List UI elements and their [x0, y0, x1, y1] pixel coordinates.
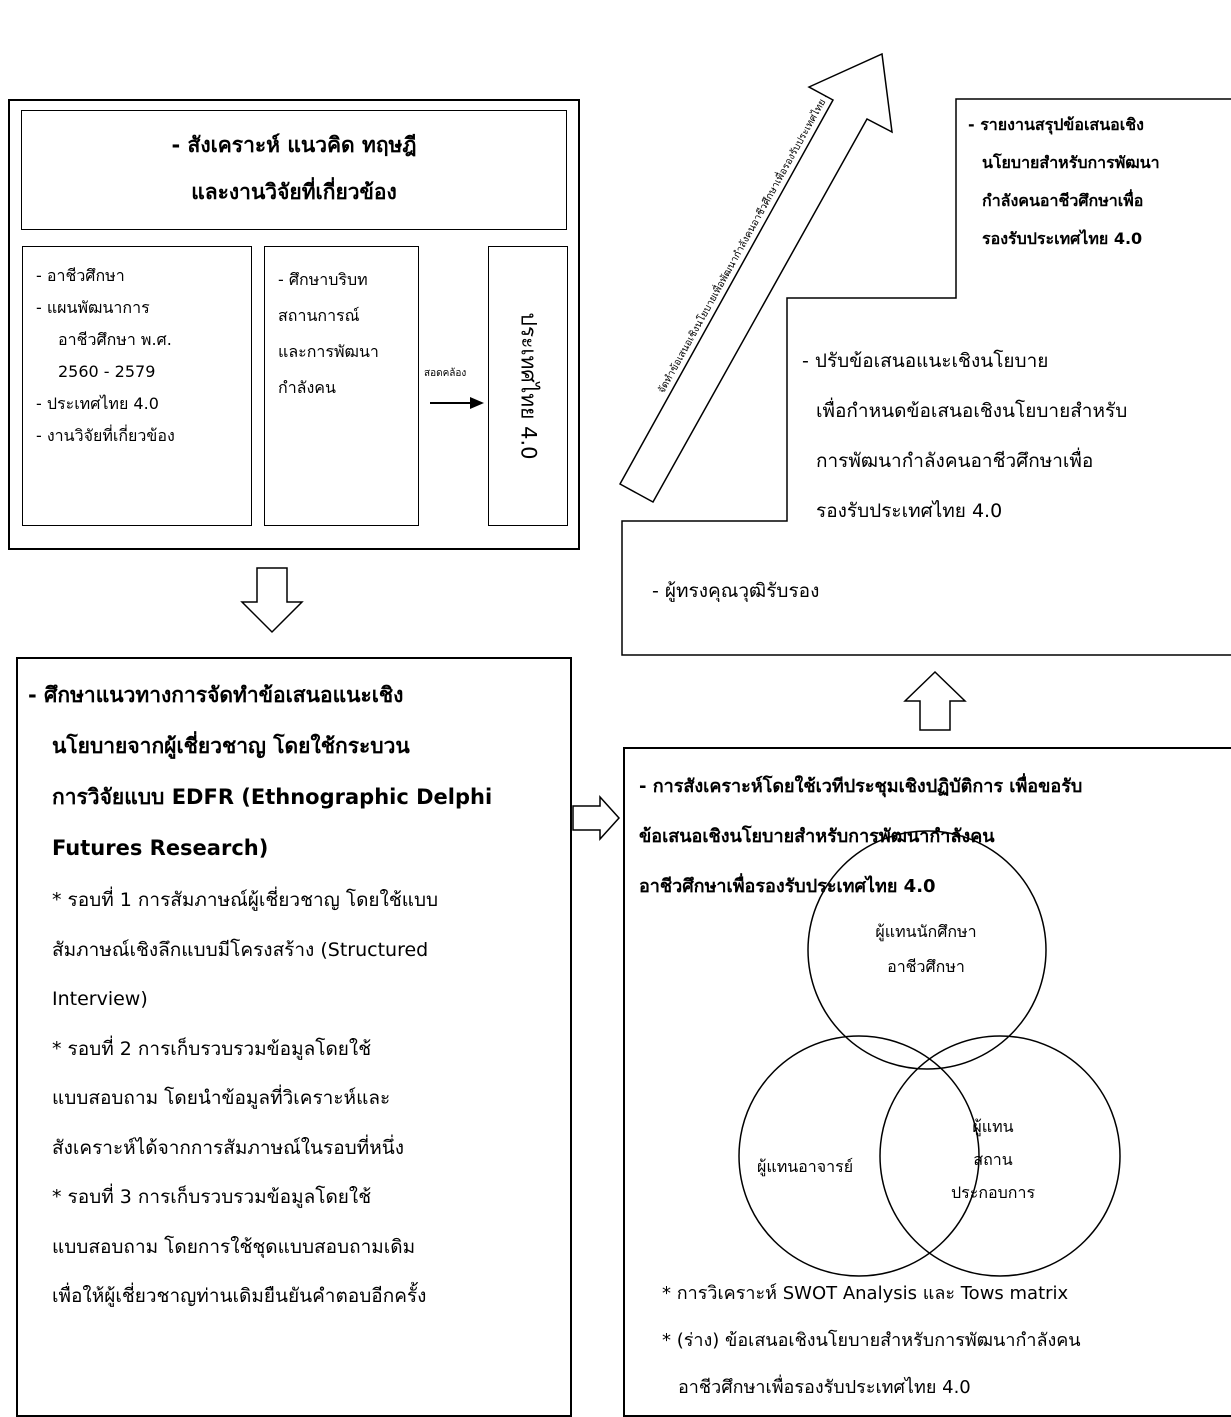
report-text: - รายงานสรุปข้อเสนอเชิง นโยบายสำหรับการพ…	[968, 106, 1160, 258]
staircase-outline	[621, 98, 1231, 656]
up-arrow	[903, 670, 967, 731]
edfr-body-line-3: Interview)	[52, 988, 148, 1010]
report-line-2: นโยบายสำหรับการพัฒนา	[982, 153, 1160, 172]
col2-line-4: กำลังคน	[278, 378, 336, 397]
adjust-line-3: การพัฒนากำลังคนอาชีวศึกษาเพื่อ	[816, 450, 1094, 472]
diagonal-arrow	[618, 52, 893, 504]
workshop-heading-line-2: ข้อเสนอเชิงนโยบายสำหรับการพัฒนากำลังคน	[639, 826, 995, 847]
synthesis-outer-box	[8, 99, 580, 550]
col2-line-1: - ศึกษาบริบท	[278, 270, 368, 289]
edfr-body: * รอบที่ 1 การสัมภาษณ์ผู้เชี่ยวชาญ โดยใช…	[52, 876, 438, 1322]
down-arrow	[240, 567, 304, 634]
edfr-heading: - ศึกษาแนวทางการจัดทำข้อเสนอแนะเชิง นโยบ…	[28, 670, 492, 874]
col1-line-1: - อาชีวศึกษา	[36, 266, 125, 285]
col1-line-5: - ประเทศไทย 4.0	[36, 394, 159, 413]
edfr-body-line-7: * รอบที่ 3 การเก็บรวบรวมข้อมูลโดยใช้	[52, 1186, 372, 1208]
edfr-heading-line-3: การวิจัยแบบ EDFR (Ethnographic Delphi	[52, 785, 493, 809]
venn-label-students-line-2: อาชีวศึกษา	[887, 957, 965, 976]
venn-circle-enterprises	[879, 1035, 1121, 1277]
edfr-heading-line-2: นโยบายจากผู้เชี่ยวชาญ โดยใช้กระบวน	[52, 734, 410, 758]
col1-line-2: - แผนพัฒนาการ	[36, 298, 150, 317]
report-line-1: - รายงานสรุปข้อเสนอเชิง	[968, 115, 1144, 134]
venn-label-students-line-1: ผู้แทนนักศึกษา	[875, 922, 977, 941]
thailand40-box	[488, 246, 568, 526]
workshop-heading-line-1: - การสังเคราะห์โดยใช้เวทีประชุมเชิงปฏิบั…	[639, 776, 1083, 797]
venn-label-students: ผู้แทนนักศึกษา อาชีวศึกษา	[875, 914, 976, 984]
col1-line-4: 2560 - 2579	[58, 362, 156, 381]
synthesis-title-line1: - สังเคราะห์ แนวคิด ทฤษฎี	[171, 133, 417, 157]
adjust-line-1: - ปรับข้อเสนอแนะเชิงนโยบาย	[802, 350, 1049, 372]
right-arrow	[572, 795, 621, 841]
edfr-body-line-6: สังเคราะห์ได้จากการสัมภาษณ์ในรอบที่หนึ่ง	[52, 1136, 404, 1159]
venn-label-enterprises: ผู้แทน สถาน ประกอบการ	[951, 1110, 1035, 1209]
synthesis-title-box	[21, 110, 567, 230]
edfr-body-line-9: เพื่อให้ผู้เชี่ยวชาญท่านเดิมยืนยันคำตอบอ…	[52, 1285, 427, 1307]
venn-label-enterprises-line-1: ผู้แทน	[972, 1117, 1014, 1136]
edfr-heading-line-1: - ศึกษาแนวทางการจัดทำข้อเสนอแนะเชิง	[28, 683, 404, 707]
report-line-4: รองรับประเทศไทย 4.0	[982, 229, 1143, 248]
edfr-body-line-1: * รอบที่ 1 การสัมภาษณ์ผู้เชี่ยวชาญ โดยใช…	[52, 889, 439, 911]
edfr-body-line-2: สัมภาษณ์เชิงลึกแบบมีโครงสร้าง (Structure…	[52, 938, 429, 961]
synthesis-col1-text: - อาชีวศึกษา - แผนพัฒนาการ อาชีวศึกษา พ.…	[36, 260, 175, 452]
workshop-note-1: * การวิเคราะห์ SWOT Analysis และ Tows ma…	[662, 1283, 1069, 1304]
consistent-arrow-head	[470, 397, 484, 409]
venn-label-enterprises-line-2: สถาน	[973, 1150, 1013, 1169]
col2-line-2: สถานการณ์	[278, 306, 360, 325]
edfr-body-line-5: แบบสอบถาม โดยนำข้อมูลที่วิเคราะห์และ	[52, 1087, 391, 1109]
adjust-line-4: รองรับประเทศไทย 4.0	[816, 500, 1003, 522]
col1-line-3: อาชีวศึกษา พ.ศ.	[58, 330, 172, 349]
synthesis-col2-text: - ศึกษาบริบท สถานการณ์ และการพัฒนา กำลัง…	[278, 262, 379, 406]
venn-label-teachers: ผู้แทนอาจารย์	[757, 1157, 854, 1176]
col2-line-3: และการพัฒนา	[278, 342, 379, 361]
consistent-arrow-label: สอดคล้อง	[424, 368, 467, 379]
workshop-heading-line-3: อาชีวศึกษาเพื่อรองรับประเทศไทย 4.0	[639, 876, 936, 897]
edfr-heading-line-4: Futures Research)	[52, 836, 269, 860]
report-line-3: กำลังคนอาชีวศึกษาเพื่อ	[982, 191, 1144, 210]
edfr-body-line-8: แบบสอบถาม โดยการใช้ชุดแบบสอบถามเดิม	[52, 1235, 416, 1258]
workshop-note-2: * (ร่าง) ข้อเสนอเชิงนโยบายสำหรับการพัฒนา…	[662, 1330, 1081, 1351]
workshop-notes: * การวิเคราะห์ SWOT Analysis และ Tows ma…	[662, 1270, 1081, 1411]
expert-certify-text: - ผู้ทรงคุณวุฒิรับรอง	[652, 580, 820, 602]
synthesis-col1-box	[22, 246, 252, 526]
adjust-text: - ปรับข้อเสนอแนะเชิงนโยบาย เพื่อกำหนดข้อ…	[802, 336, 1127, 536]
venn-circle-students	[807, 830, 1047, 1070]
workshop-note-3: อาชีวศึกษาเพื่อรองรับประเทศไทย 4.0	[678, 1377, 971, 1398]
edfr-body-line-4: * รอบที่ 2 การเก็บรวบรวมข้อมูลโดยใช้	[52, 1037, 372, 1060]
col1-line-6: - งานวิจัยที่เกี่ยวข้อง	[36, 426, 175, 445]
workshop-heading: - การสังเคราะห์โดยใช้เวทีประชุมเชิงปฏิบั…	[639, 660, 1082, 912]
venn-circle-teachers	[738, 1035, 980, 1277]
adjust-line-2: เพื่อกำหนดข้อเสนอเชิงนโยบายสำหรับ	[816, 400, 1128, 422]
synthesis-col2-box	[264, 246, 419, 526]
synthesis-title-line2: และงานวิจัยที่เกี่ยวข้อง	[191, 180, 397, 204]
